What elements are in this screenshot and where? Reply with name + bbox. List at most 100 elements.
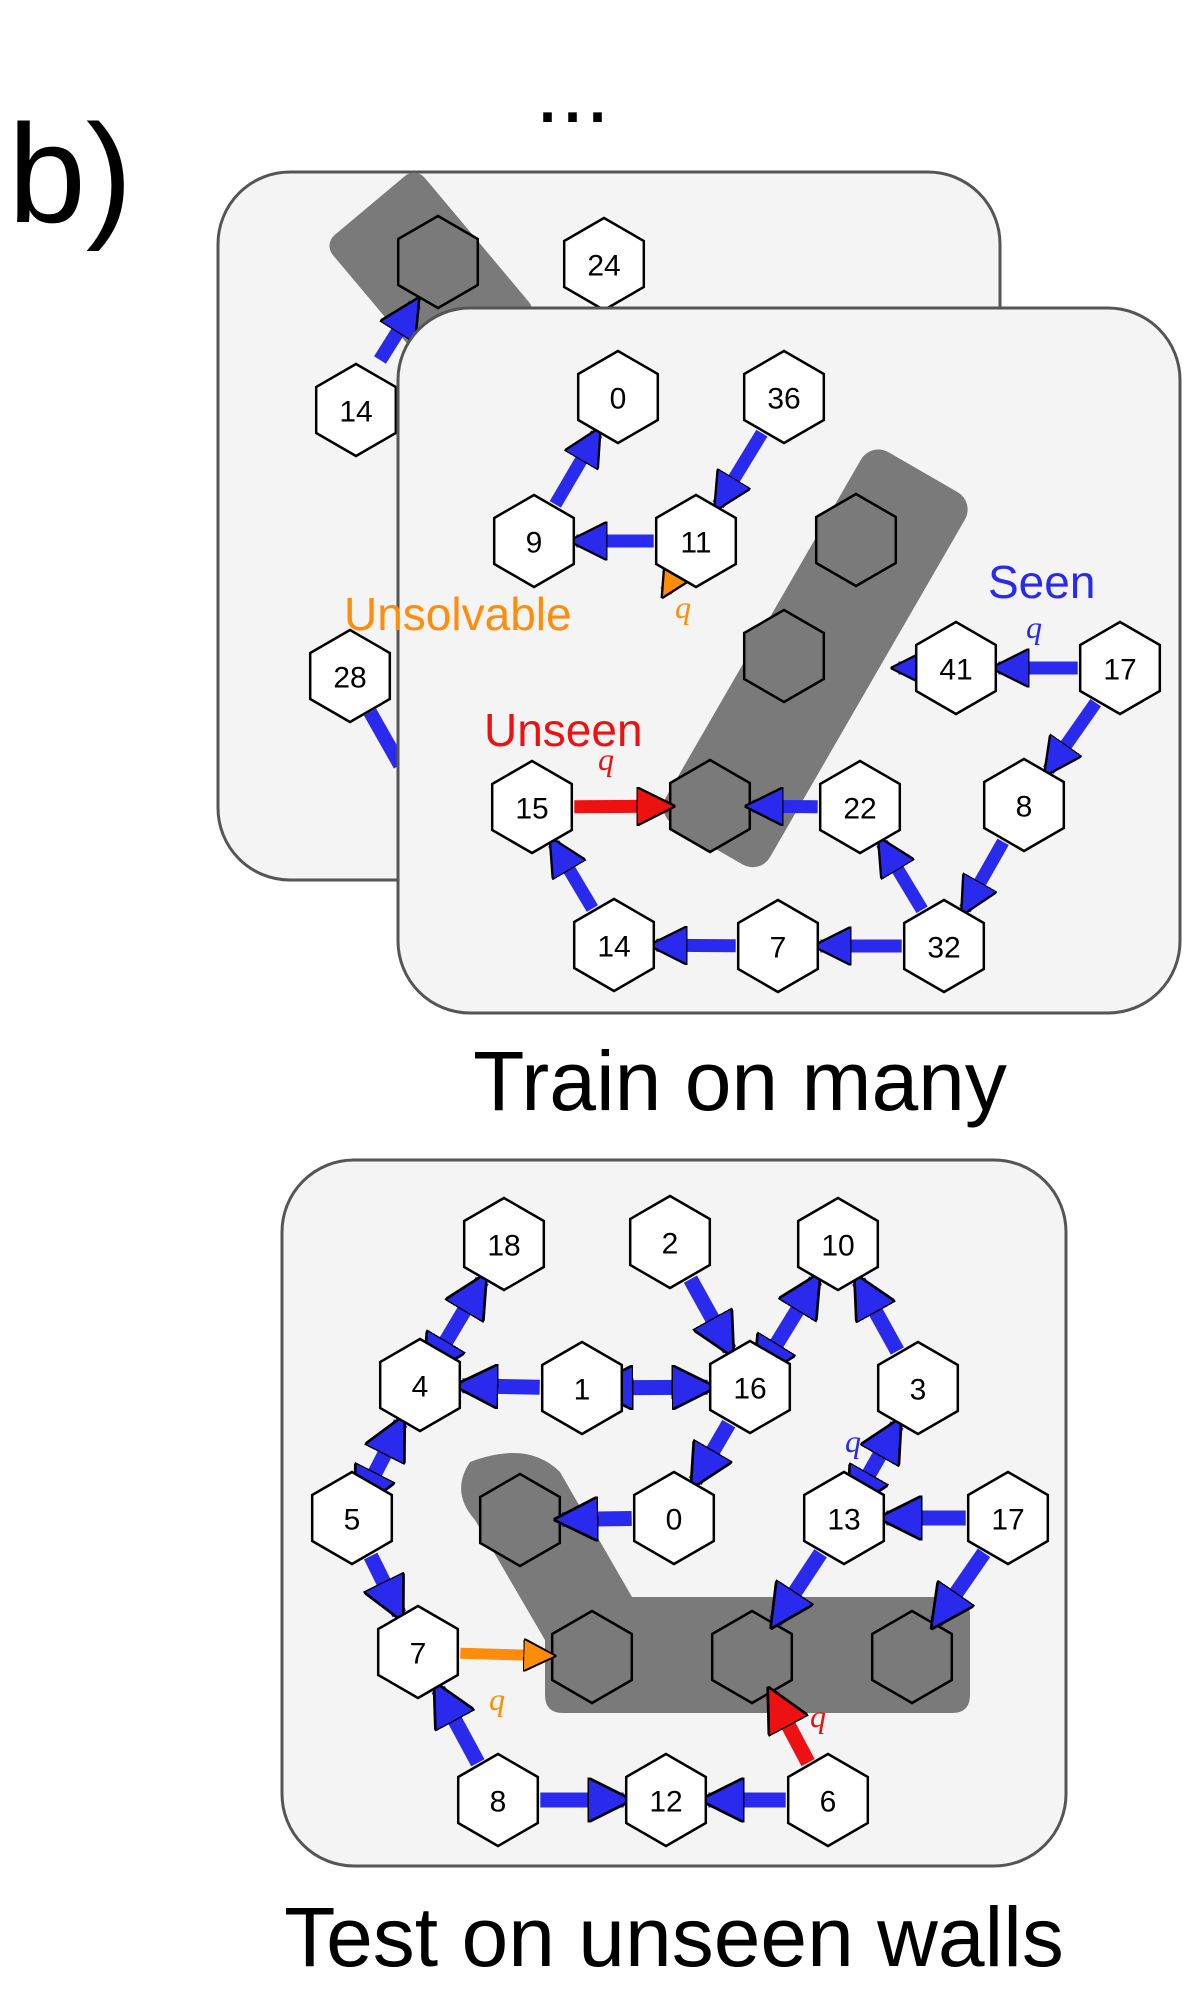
test-node: 10 [796, 1196, 880, 1292]
test-node-shape [462, 1196, 546, 1292]
train-node: 36 [742, 349, 826, 445]
test-node-shape [876, 1340, 960, 1436]
test-edge [371, 1552, 407, 1614]
test-node: 17 [966, 1470, 1050, 1566]
q-unseen: q [598, 741, 614, 777]
test-node-shape [376, 1604, 460, 1700]
label-unseen: Unseen [484, 704, 643, 756]
test-node-label: 10 [821, 1230, 854, 1263]
test-node-shape [624, 1752, 708, 1848]
train-edge [549, 434, 603, 508]
train-wall-cell [742, 608, 826, 704]
test-node: 18 [462, 1196, 546, 1292]
train-node-shape [576, 349, 660, 445]
train-node-shape [982, 757, 1066, 853]
test-caption: Test on unseen walls [284, 1890, 1064, 1984]
train-node-shape [902, 898, 986, 994]
label-unsolvable: Unsolvable [344, 588, 572, 640]
test-wall-cell-shape [710, 1609, 794, 1705]
train-node: 15 [490, 759, 574, 855]
test-node: 8 [456, 1752, 540, 1848]
train-node-label: 15 [515, 793, 548, 826]
test-node-shape [310, 1470, 394, 1566]
test-edge [442, 1280, 489, 1348]
test-edge [371, 1423, 408, 1481]
train-node-shape [492, 493, 576, 589]
test-node-label: 1 [574, 1374, 591, 1407]
train-caption: Train on many [473, 1034, 1007, 1128]
train-node: 11 [654, 493, 738, 589]
test-node-label: 12 [649, 1786, 682, 1819]
train-wall-cell-shape [814, 492, 898, 588]
back-node-label: 28 [333, 662, 366, 695]
q-test-unseen: q [810, 1698, 826, 1734]
train-node-label: 11 [680, 527, 711, 560]
train-edge [548, 843, 598, 912]
train-node-label: 0 [610, 383, 627, 416]
test-wall-cell [550, 1609, 634, 1705]
test-wall-cell [710, 1609, 794, 1705]
back-arrow-28 [363, 708, 407, 769]
test-node-label: 2 [662, 1228, 679, 1261]
test-edge-unsolvable [460, 1653, 549, 1656]
test-node: 3 [876, 1340, 960, 1436]
train-node-shape [654, 493, 738, 589]
label-seen: Seen [988, 556, 1095, 608]
panel-label: b) [8, 95, 132, 252]
train-wall-cell [814, 492, 898, 588]
train-wall-cell [668, 758, 752, 854]
test-node-label: 0 [666, 1504, 683, 1537]
test-wall-cell-shape [550, 1609, 634, 1705]
back-node-shape [308, 628, 392, 724]
test-edge-unseen [765, 1694, 815, 1767]
train-node-label: 22 [843, 793, 876, 826]
back-node-label: 14 [339, 396, 372, 429]
train-node-label: 41 [939, 654, 972, 687]
train-node-label: 7 [770, 932, 787, 965]
test-edge [431, 1689, 485, 1767]
test-node-label: 17 [991, 1504, 1024, 1537]
test-node-label: 5 [344, 1504, 361, 1537]
train-node: 0 [576, 349, 660, 445]
train-node: 17 [1078, 620, 1162, 716]
test-node: 2 [628, 1194, 712, 1290]
test-node-label: 8 [490, 1786, 507, 1819]
test-node: 5 [310, 1470, 394, 1566]
test-node-label: 7 [410, 1638, 427, 1671]
test-node-label: 18 [487, 1230, 520, 1263]
test-edge [688, 1419, 736, 1482]
test-edge [562, 1519, 632, 1520]
train-node-label: 14 [597, 931, 630, 964]
test-node: 1 [540, 1340, 624, 1436]
q-test-unsolvable: q [489, 1681, 505, 1717]
test-node: 12 [624, 1752, 708, 1848]
q-test-seen: q [845, 1423, 861, 1459]
train-wall-cell-shape [742, 608, 826, 704]
test-node-shape [786, 1752, 870, 1848]
train-node: 22 [818, 759, 902, 855]
train-node-shape [736, 898, 820, 994]
test-node-shape [708, 1339, 792, 1435]
test-node: 6 [786, 1752, 870, 1848]
back-wall-cell-shape [396, 214, 480, 310]
train-node-shape [914, 620, 998, 716]
train-node: 7 [736, 898, 820, 994]
test-node-label: 16 [733, 1373, 766, 1406]
test-node-shape [632, 1470, 716, 1566]
back-node: 28 [308, 628, 392, 724]
test-edge [462, 1386, 540, 1387]
test-node: 4 [378, 1337, 462, 1433]
test-edge [852, 1281, 904, 1355]
train-node: 8 [982, 757, 1066, 853]
test-node: 13 [802, 1470, 886, 1566]
back-node-shape [314, 362, 398, 458]
test-node-shape [378, 1337, 462, 1433]
ellipsis: ... [535, 42, 610, 142]
test-node: 16 [708, 1339, 792, 1435]
train-node-label: 36 [767, 383, 800, 416]
q-unsolvable: q [675, 589, 691, 625]
train-node-label: 17 [1103, 654, 1136, 687]
test-node-shape [628, 1194, 712, 1290]
back-node: 14 [314, 362, 398, 458]
train-edge [712, 429, 768, 505]
